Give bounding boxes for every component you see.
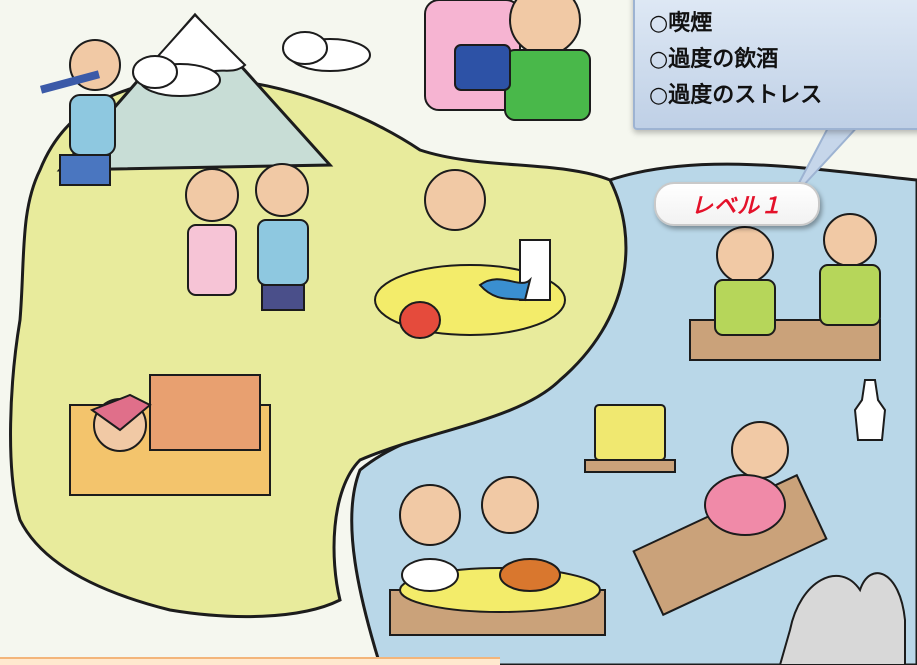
drinking-men-raft	[689, 213, 881, 361]
risk-factor-smoking: ○喫煙	[649, 11, 713, 36]
girls-greeting-figures	[185, 163, 309, 311]
tv-icon	[584, 404, 676, 473]
family-meal-raft	[389, 476, 606, 636]
risk-factor-stress: ○過度のストレス	[649, 83, 823, 108]
tv-watching-raft	[584, 404, 828, 617]
risk-factor-list: ○喫煙 ○過度の飲酒 ○過度のストレス	[649, 6, 822, 114]
sake-bottle-icon	[853, 379, 887, 441]
risk-factor-callout: ○喫煙 ○過度の飲酒 ○過度のストレス	[633, 0, 917, 130]
level-badge-label: レベル１	[690, 194, 783, 219]
cloud-icon	[282, 31, 371, 72]
bottom-caption-strip	[0, 657, 500, 665]
running-boy-figure	[39, 39, 121, 186]
level-badge[interactable]: レベル１	[654, 182, 820, 226]
risk-factor-drinking: ○過度の飲酒	[649, 47, 779, 72]
healthy-meal-table	[374, 169, 566, 339]
cloud-icon	[132, 55, 221, 97]
sleeping-person-bed	[69, 374, 271, 496]
couple-figures	[424, 0, 591, 121]
rock-outcrop	[778, 572, 906, 665]
